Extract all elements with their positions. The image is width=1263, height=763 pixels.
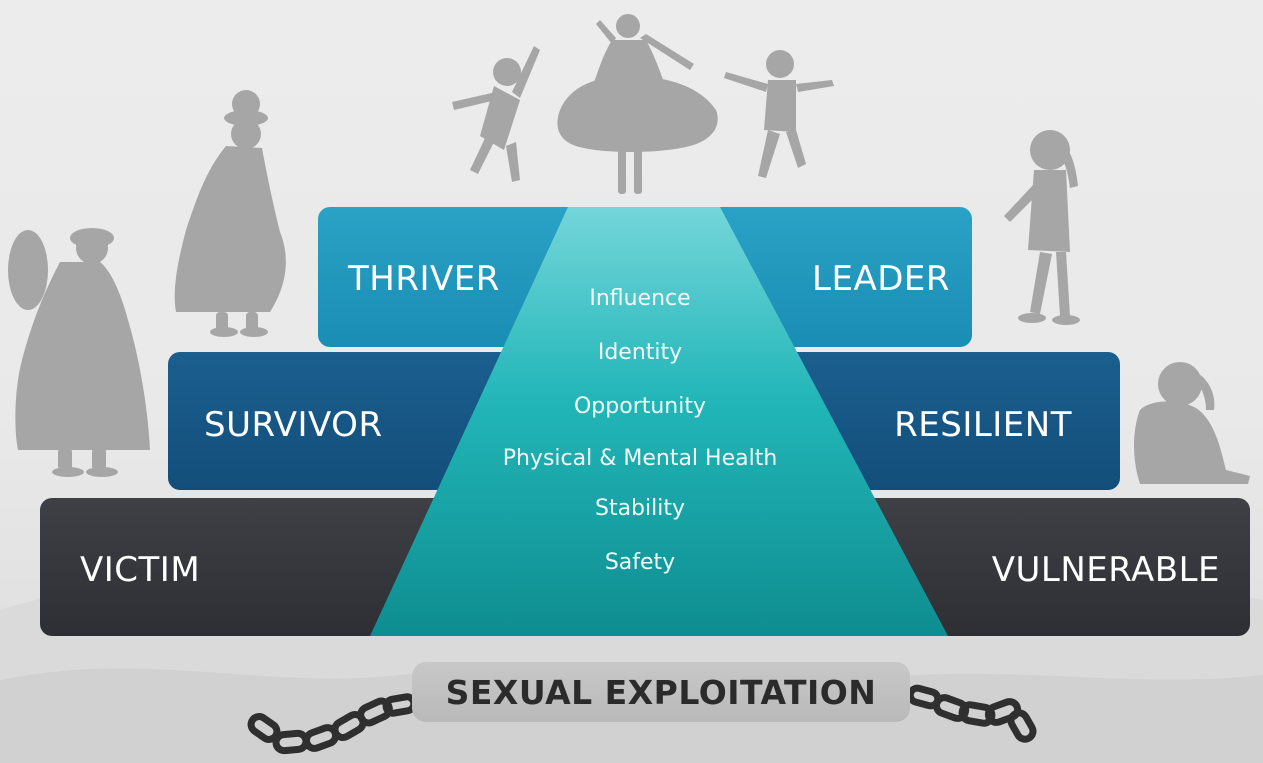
dancing-woman-silhouette bbox=[557, 14, 718, 194]
pyramid-item-opportunity: Opportunity bbox=[573, 394, 707, 419]
label-survivor: SURVIVOR bbox=[204, 405, 383, 445]
foundation-banner: SEXUAL EXPLOITATION bbox=[412, 662, 910, 722]
foundation-label: SEXUAL EXPLOITATION bbox=[445, 672, 877, 712]
label-vulnerable: VULNERABLE bbox=[991, 550, 1220, 590]
pyramid-item-identity: Identity bbox=[597, 340, 683, 365]
tier-top: THRIVER LEADER bbox=[318, 207, 972, 347]
standing-girl-silhouette bbox=[1004, 130, 1080, 325]
label-victim: VICTIM bbox=[80, 550, 201, 590]
woman-with-bundle-silhouette bbox=[8, 228, 150, 477]
label-leader: LEADER bbox=[812, 259, 950, 299]
pyramid-item-stability: Stability bbox=[594, 496, 686, 521]
sitting-child-silhouette bbox=[1134, 362, 1250, 484]
label-resilient: RESILIENT bbox=[894, 405, 1072, 445]
label-thriver: THRIVER bbox=[348, 259, 500, 299]
pyramid-item-influence: Influence bbox=[589, 286, 691, 311]
woman-in-hat-silhouette bbox=[174, 90, 286, 337]
pyramid-item-physical-mental-health: Physical & Mental Health bbox=[502, 446, 778, 471]
jumping-boy-silhouette bbox=[724, 50, 834, 178]
pyramid-item-safety: Safety bbox=[604, 550, 676, 575]
jumping-girl-silhouette bbox=[452, 46, 540, 182]
